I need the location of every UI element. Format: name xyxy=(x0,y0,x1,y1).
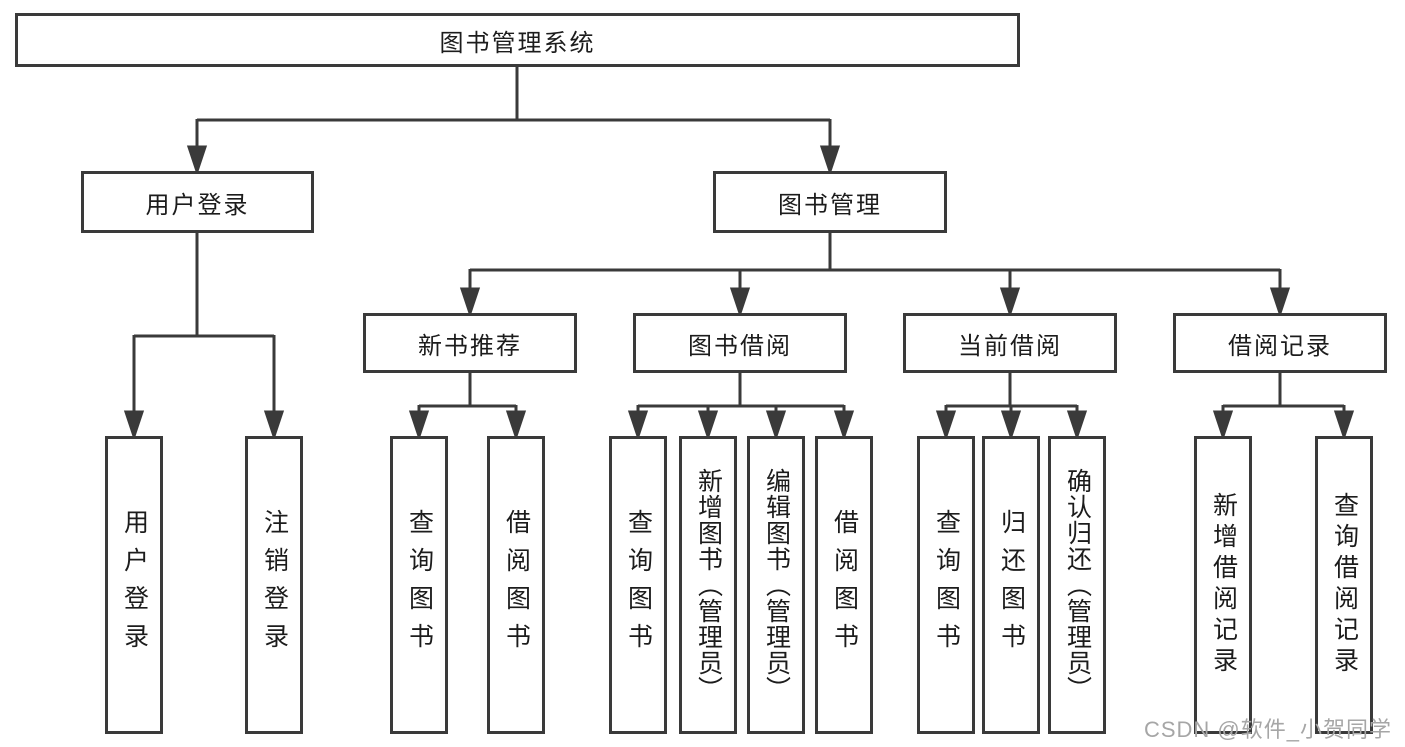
connector-userlogin-to-leaves xyxy=(123,233,285,441)
node-label: 新书推荐 xyxy=(418,332,522,360)
node-label: 借阅图书 xyxy=(830,509,859,661)
leaf-edit-books-admin: 编辑图书（管理员） xyxy=(747,436,805,734)
node-label: 新增借阅记录 xyxy=(1209,492,1238,678)
node-label: 新增图书（管理员） xyxy=(694,468,723,702)
arrowhead xyxy=(408,410,430,441)
arrowhead xyxy=(765,410,787,441)
node-label: 查询借阅记录 xyxy=(1330,492,1359,678)
connector-newbook-to-leaves xyxy=(408,373,527,441)
node-label: 用户登录 xyxy=(120,509,149,661)
arrowhead xyxy=(505,410,527,441)
node-book-management: 图书管理 xyxy=(713,171,947,233)
arrowhead xyxy=(123,410,145,441)
node-book-borrowing: 图书借阅 xyxy=(633,313,847,373)
node-label: 查询图书 xyxy=(932,509,961,661)
node-user-login: 用户登录 xyxy=(81,171,314,233)
node-library-management-system: 图书管理系统 xyxy=(15,13,1020,67)
leaf-add-books-admin: 新增图书（管理员） xyxy=(679,436,737,734)
leaf-query-books-current: 查询图书 xyxy=(917,436,975,734)
node-label: 归还图书 xyxy=(997,509,1026,661)
node-label: 借阅图书 xyxy=(502,509,531,661)
node-label: 编辑图书（管理员） xyxy=(762,468,791,702)
node-label: 用户登录 xyxy=(145,191,250,219)
leaf-query-books-recommend: 查询图书 xyxy=(390,436,448,734)
leaf-return-books: 归还图书 xyxy=(982,436,1040,734)
arrowhead xyxy=(999,287,1021,318)
node-label: 注销登录 xyxy=(260,509,289,661)
arrowhead xyxy=(1212,410,1234,441)
connector-bookborrow-to-leaves xyxy=(627,373,855,441)
arrowhead xyxy=(263,410,285,441)
arrowhead xyxy=(833,410,855,441)
arrowhead xyxy=(819,145,841,176)
watermark: CSDN @软件_小贺同学 xyxy=(1143,717,1392,742)
node-label: 查询图书 xyxy=(405,509,434,661)
arrowhead xyxy=(459,287,481,318)
connector-currentborrow-to-leaves xyxy=(935,373,1088,441)
arrowhead xyxy=(935,410,957,441)
leaf-borrow-books-recommend: 借阅图书 xyxy=(487,436,545,734)
node-current-borrowing: 当前借阅 xyxy=(903,313,1117,373)
node-label: 查询图书 xyxy=(624,509,653,661)
node-label: 图书借阅 xyxy=(688,332,792,360)
leaf-add-borrow-record: 新增借阅记录 xyxy=(1194,436,1252,734)
leaf-borrow-books: 借阅图书 xyxy=(815,436,873,734)
arrowhead xyxy=(186,145,208,176)
arrowhead xyxy=(1066,410,1088,441)
leaf-query-books-borrow: 查询图书 xyxy=(609,436,667,734)
leaf-user-login: 用户登录 xyxy=(105,436,163,734)
leaf-confirm-return-admin: 确认归还（管理员） xyxy=(1048,436,1106,734)
node-label: 借阅记录 xyxy=(1228,332,1332,360)
connector-borrowrecords-to-leaves xyxy=(1212,373,1355,441)
arrowhead xyxy=(729,287,751,318)
leaf-query-borrow-record: 查询借阅记录 xyxy=(1315,436,1373,734)
node-new-book-recommendation: 新书推荐 xyxy=(363,313,577,373)
node-label: 当前借阅 xyxy=(958,332,1062,360)
node-label: 图书管理 xyxy=(778,191,882,219)
arrowhead xyxy=(1269,287,1291,318)
arrowhead xyxy=(1000,410,1022,441)
node-label: 确认归还（管理员） xyxy=(1063,468,1092,702)
connector-root-to-level2 xyxy=(186,67,841,176)
arrowhead xyxy=(1333,410,1355,441)
node-borrowing-records: 借阅记录 xyxy=(1173,313,1387,373)
node-label: 图书管理系统 xyxy=(439,29,596,57)
arrowhead xyxy=(697,410,719,441)
connector-bookmgmt-to-level3 xyxy=(459,233,1291,318)
leaf-logout: 注销登录 xyxy=(245,436,303,734)
arrowhead xyxy=(627,410,649,441)
